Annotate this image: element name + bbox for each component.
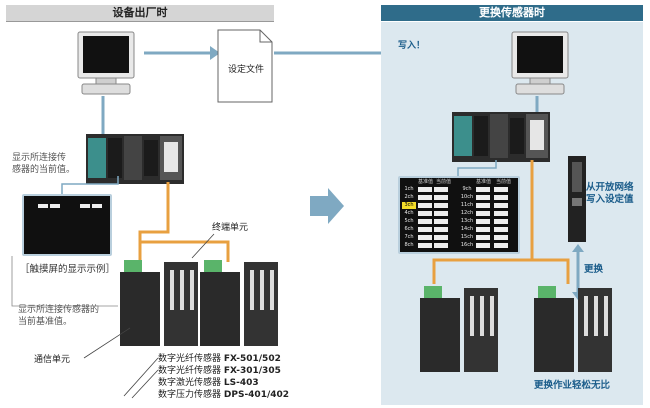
plc-unit-icon: [86, 134, 184, 184]
terminal-label: 终端单元: [212, 223, 249, 233]
new-sensor-icon: [568, 156, 586, 242]
cable-monitor-plc: [101, 96, 105, 136]
screen-header-row: 基准值 当前值 基准值 当前值: [418, 179, 512, 185]
cable-plc-modules: [138, 182, 230, 262]
screen-caption: ［触摸屏的显示示例］: [20, 264, 116, 275]
sensor-module-group-1: [120, 260, 198, 346]
sensor-item: 数字激光传感器 LS-403: [158, 378, 259, 388]
file-label: 设定文件: [227, 65, 264, 75]
right-header: 更换传感器时: [381, 5, 643, 21]
left-header: 设备出厂时: [6, 5, 274, 22]
note-leader-line: [11, 256, 118, 307]
cable-screen-plc-right: [457, 160, 497, 176]
sensor-item: 数字光纤传感器 FX-301/305: [158, 366, 281, 376]
easy-replacement-label: 更换作业轻松无比: [534, 380, 611, 391]
sensor-module-group-3: [420, 286, 498, 372]
sensor-list: 数字光纤传感器 FX-501/502 数字光纤传感器 FX-301/305 数字…: [158, 353, 289, 401]
write-label: 写入！: [398, 41, 426, 51]
plc-unit-icon-right: [452, 112, 550, 162]
arrow-to-file-icon: [144, 46, 220, 60]
transition-arrow-icon: [310, 188, 344, 224]
note-reference-values: 显示所连接传感器的 当前基准值。: [18, 305, 100, 327]
file-icon: [217, 29, 273, 103]
monitor-icon-right: [511, 31, 569, 95]
comm-leader: [83, 327, 131, 359]
sensor-list-leaders: [123, 357, 159, 399]
monitor-icon: [77, 31, 135, 95]
comm-unit-label: 通信单元: [34, 355, 71, 365]
note-current-values: 显示所连接传 感器的当前值。: [12, 153, 76, 175]
sensor-item: 数字压力传感器 DPS-401/402: [158, 390, 290, 400]
sensor-module-group-4: [534, 286, 612, 372]
sensor-item: 数字光纤传感器 FX-501/502: [158, 354, 281, 364]
touch-screen-cells: [38, 204, 102, 208]
cable-plc-modules-right: [432, 160, 570, 284]
cable-screen-plc: [61, 176, 119, 194]
replace-label: 更换: [584, 264, 604, 275]
terminal-leader: [191, 233, 215, 259]
sensor-module-group-2: [200, 260, 278, 346]
network-write-label: 从开放网络 写入设定值: [586, 182, 634, 205]
